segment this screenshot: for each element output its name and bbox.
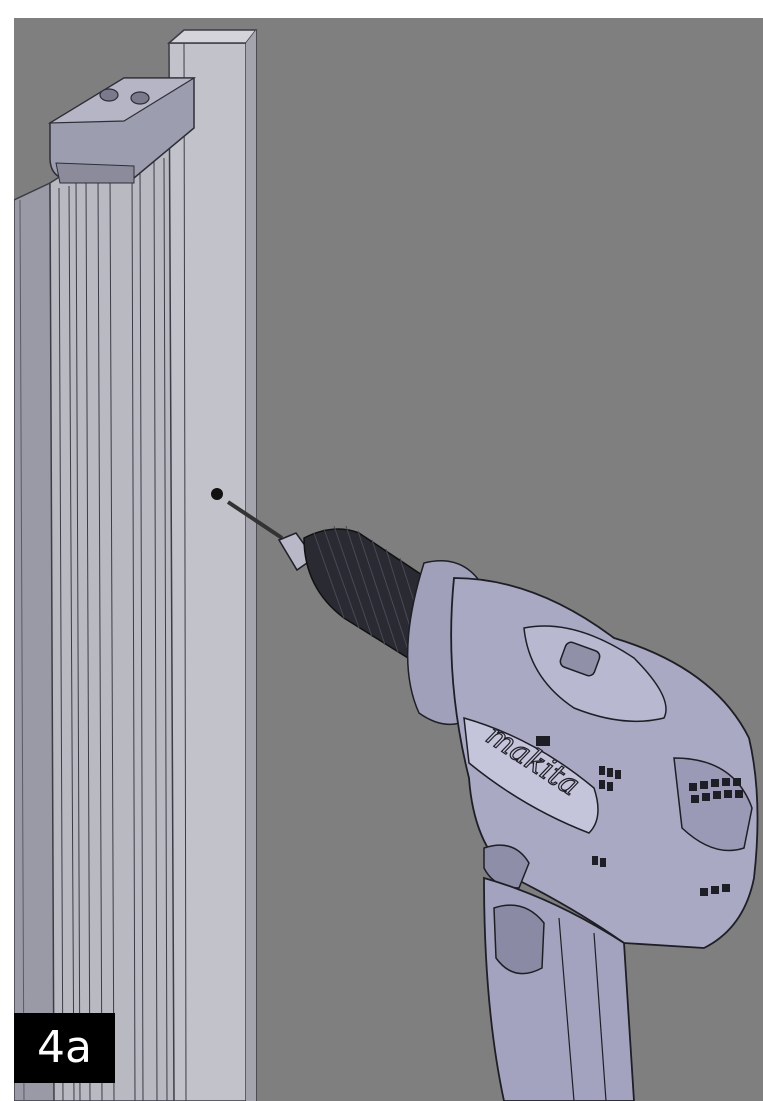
wall-profile — [47, 29, 258, 1101]
assembly-drawing: makita — [14, 29, 759, 1101]
step-label: 4a — [14, 1013, 115, 1083]
drill-point-marker — [211, 488, 284, 540]
assembly-illustration: makita — [14, 18, 763, 1101]
drill-illustration: makita — [277, 525, 759, 1101]
glass-panel — [14, 181, 57, 1101]
